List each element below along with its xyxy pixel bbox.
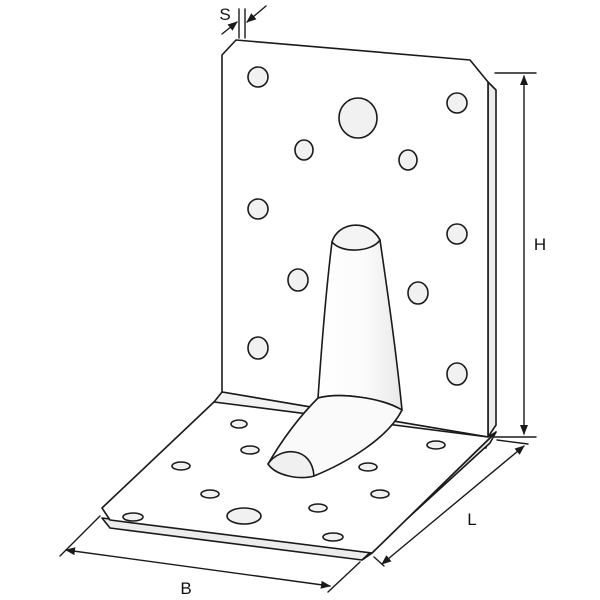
hole: [322, 532, 344, 542]
dimension-length: [373, 439, 529, 567]
width-label: B: [180, 579, 191, 598]
hole: [200, 489, 220, 499]
hole: [446, 362, 468, 386]
hole: [308, 503, 328, 513]
hole-large-top: [338, 97, 378, 139]
hole: [230, 419, 248, 429]
hole: [240, 445, 260, 455]
rib-top-cap: [331, 224, 381, 251]
hole: [294, 139, 314, 161]
hole-slot-large: [226, 507, 262, 525]
hole: [247, 198, 269, 220]
hole: [370, 489, 390, 499]
thickness-label: S: [219, 5, 230, 24]
hole: [247, 336, 269, 360]
hole: [407, 281, 429, 305]
hole: [398, 149, 418, 171]
hole: [446, 223, 468, 245]
dimension-thickness: [221, 5, 267, 39]
dimension-width: [59, 515, 361, 593]
hole: [122, 512, 144, 522]
hole: [171, 461, 191, 471]
hole: [247, 66, 269, 88]
hole: [446, 92, 468, 114]
vertical-plate-holes: [247, 66, 468, 386]
hole: [287, 268, 309, 292]
vertical-plate-edge: [487, 81, 497, 438]
dimension-width-line: [65, 547, 331, 589]
dimension-length-line: [381, 445, 525, 565]
length-label: L: [467, 510, 476, 529]
rib-front-cap: [267, 451, 315, 479]
height-label: H: [534, 235, 546, 254]
hole: [426, 440, 446, 450]
reinforcement-rib: [267, 224, 403, 479]
dimension-height: [493, 72, 537, 438]
hole: [358, 462, 378, 472]
